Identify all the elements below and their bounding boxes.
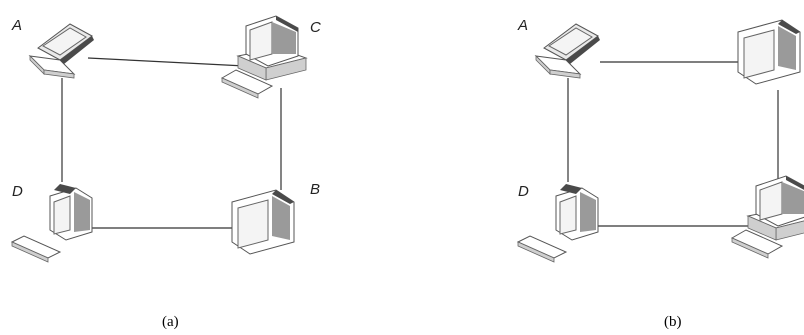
node-label-d: D bbox=[518, 183, 529, 200]
desktop-pc-icon bbox=[517, 183, 599, 263]
workstation-icon bbox=[221, 15, 307, 99]
caption-b: (b) bbox=[664, 314, 682, 330]
laptop-icon bbox=[535, 23, 601, 79]
node-label-d: D bbox=[12, 183, 23, 200]
diagram-a: A C D B (a) bbox=[11, 15, 321, 330]
caption-a: (a) bbox=[162, 314, 179, 330]
node-label-a: A bbox=[517, 17, 528, 34]
crt-monitor-icon bbox=[231, 189, 295, 255]
laptop-icon bbox=[29, 23, 95, 79]
node-label-b: B bbox=[310, 181, 320, 198]
diagram-b: A D (b) bbox=[517, 17, 804, 330]
link-a-c bbox=[87, 57, 246, 67]
desktop-pc-icon bbox=[11, 183, 93, 263]
node-label-c: C bbox=[310, 19, 321, 36]
node-label-a: A bbox=[11, 17, 22, 34]
crt-monitor-icon bbox=[737, 19, 801, 85]
workstation-icon bbox=[731, 175, 804, 259]
